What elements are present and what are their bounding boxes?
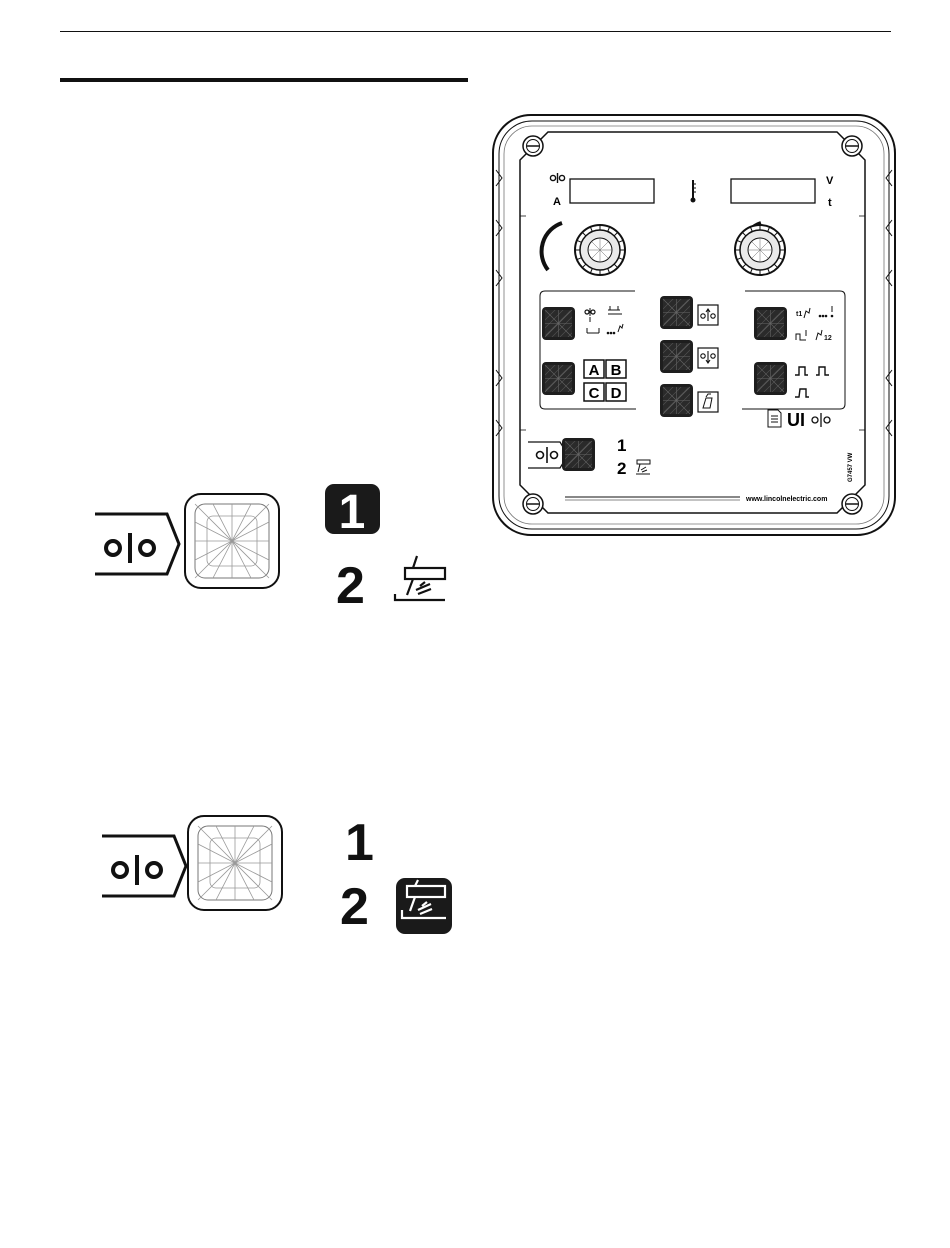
section-heading-rule — [60, 78, 468, 82]
option-1-label-selected: 1 — [339, 486, 366, 539]
website-label: www.lincolnelectric.com — [745, 496, 827, 503]
gas-purge-button[interactable] — [660, 384, 693, 417]
part-code: G7457 VW — [848, 452, 854, 482]
option-2-label: 2 — [336, 557, 365, 612]
wire-drive-selection-detail-2: 1 2 — [100, 814, 460, 944]
wire-inch-down-button[interactable] — [660, 340, 693, 373]
page-top-rule — [60, 31, 891, 32]
voltmeter-label: V — [826, 175, 834, 187]
svg-text:12: 12 — [824, 335, 832, 342]
option-2-label: 2 — [340, 878, 369, 936]
svg-text:t1: t1 — [796, 311, 802, 318]
wire-drive-arrow-label-2 — [102, 836, 186, 896]
left-control-knob[interactable] — [575, 225, 625, 275]
memory-c: C — [589, 385, 600, 402]
memory-a: A — [589, 362, 600, 379]
wire-inch-up-button[interactable] — [660, 296, 693, 329]
panel-option-1: 1 — [617, 436, 626, 455]
memory-d: D — [611, 385, 622, 402]
wire-drive-arrow-label-1 — [95, 514, 179, 574]
time-label: t — [828, 197, 832, 209]
memory-b: B — [611, 362, 622, 379]
wire-drive-select-button[interactable] — [562, 438, 595, 471]
user-interface-label: UI — [787, 410, 805, 430]
control-panel-illustration: A V t A B C D — [490, 110, 900, 540]
weld-mode-button[interactable] — [542, 307, 575, 340]
ammeter-label: A — [553, 196, 561, 208]
wire-drive-select-button-1[interactable] — [185, 494, 279, 588]
wire-drive-selection-detail-1: 1 2 — [93, 482, 463, 612]
start-end-options-button[interactable] — [754, 362, 787, 395]
right-control-knob[interactable] — [735, 225, 785, 275]
amperage-display — [570, 179, 654, 203]
trigger-mode-button[interactable] — [754, 307, 787, 340]
stick-welding-icon — [395, 556, 445, 600]
panel-option-2: 2 — [617, 459, 626, 478]
memory-recall-button[interactable] — [542, 362, 575, 395]
manual-icon — [768, 410, 781, 427]
option-1-label: 1 — [345, 814, 374, 872]
wire-drive-select-button-2[interactable] — [188, 816, 282, 910]
voltage-display — [731, 179, 815, 203]
